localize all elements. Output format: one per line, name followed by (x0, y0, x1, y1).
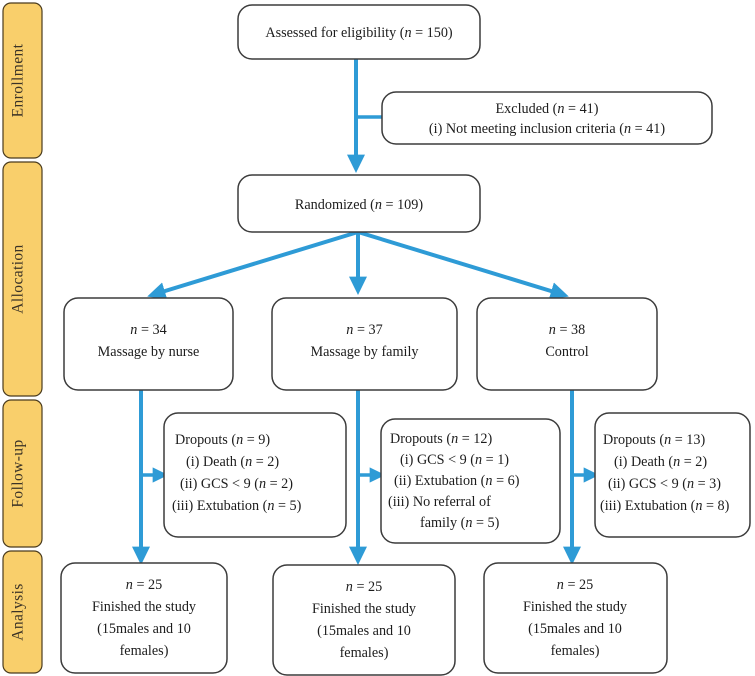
node-group-nurse-box (63, 297, 234, 391)
node-analysis-family-line-0: n = 25 (346, 579, 382, 595)
node-dropouts-control-line-1: (i) Death (n = 2) (614, 454, 707, 470)
arrow-randomized-to-nurse (147, 230, 359, 300)
node-analysis-family: n = 25 Finished the study (15males and 1… (272, 564, 456, 676)
node-dropouts-family: Dropouts (n = 12) (i) GCS < 9 (n = 1) (i… (380, 418, 561, 544)
node-analysis-nurse-line-1: Finished the study (92, 599, 197, 615)
node-analysis-nurse-line-0: n = 25 (126, 577, 162, 593)
node-dropouts-control: Dropouts (n = 13) (i) Death (n = 2) (ii)… (594, 412, 751, 538)
stage-label-enrollment-text: Enrollment (10, 43, 27, 117)
stage-label-followup-text: Follow-up (10, 439, 27, 507)
node-dropouts-control-line-3: (iii) Extubation (n = 8) (600, 498, 730, 514)
node-group-family-line-1: Massage by family (311, 344, 420, 360)
node-group-control-box (476, 297, 658, 391)
node-group-control-line-1: Control (545, 344, 588, 360)
node-dropouts-nurse-line-0: Dropouts (n = 9) (175, 432, 270, 448)
node-analysis-control-line-2: (15males and 10 (528, 621, 622, 637)
node-randomized-line-0: Randomized (n = 109) (295, 197, 423, 213)
stage-label-allocation-text: Allocation (10, 244, 27, 313)
node-dropouts-family-line-2: (ii) Extubation (n = 6) (394, 473, 520, 489)
stage-bar-allocation (2, 161, 43, 397)
node-group-massage-by-nurse: n = 34 Massage by nurse (63, 297, 234, 391)
node-excluded-line-1: (i) Not meeting inclusion criteria (n = … (429, 121, 665, 137)
node-analysis-nurse-box (60, 562, 228, 674)
node-group-massage-by-family: n = 37 Massage by family (271, 297, 458, 391)
node-analysis-family-box (272, 564, 456, 676)
node-dropouts-nurse-box (163, 412, 347, 538)
node-dropouts-family-line-3: (iii) No referral of (388, 494, 491, 510)
node-randomized: Randomized (n = 109) (237, 174, 481, 233)
node-dropouts-nurse-line-3: (iii) Extubation (n = 5) (172, 498, 302, 514)
stage-label-enrollment: Enrollment (2, 2, 43, 159)
stage-bar-analysis (2, 550, 43, 674)
node-assessed-for-eligibility: Assessed for eligibility (n = 150) (237, 4, 481, 60)
node-group-nurse-line-0: n = 34 (130, 322, 166, 338)
node-dropouts-nurse-line-2: (ii) GCS < 9 (n = 2) (180, 476, 293, 492)
stage-label-followup: Follow-up (2, 399, 43, 548)
stage-label-analysis: Analysis (2, 550, 43, 674)
node-analysis-control-line-0: n = 25 (557, 577, 593, 593)
node-dropouts-nurse: Dropouts (n = 9) (i) Death (n = 2) (ii) … (163, 412, 347, 538)
node-assessed-box (237, 4, 481, 60)
node-dropouts-control-box (594, 412, 751, 538)
node-analysis-control-box (483, 562, 668, 674)
node-analysis-control-line-1: Finished the study (523, 599, 628, 615)
node-dropouts-family-line-4: family (n = 5) (420, 515, 500, 531)
node-analysis-nurse: n = 25 Finished the study (15males and 1… (60, 562, 228, 674)
stage-bar-enrollment (2, 2, 43, 159)
node-assessed-line-0: Assessed for eligibility (n = 150) (265, 25, 453, 41)
node-analysis-nurse-line-3: females) (120, 643, 169, 659)
node-dropouts-family-box (380, 418, 561, 544)
node-randomized-box (237, 174, 481, 233)
node-dropouts-control-line-0: Dropouts (n = 13) (603, 432, 705, 448)
node-group-family-box (271, 297, 458, 391)
node-analysis-family-line-1: Finished the study (312, 601, 417, 617)
node-dropouts-nurse-line-1: (i) Death (n = 2) (186, 454, 279, 470)
stage-bar-followup (2, 399, 43, 548)
node-analysis-nurse-line-2: (15males and 10 (97, 621, 191, 637)
node-excluded-line-0: Excluded (n = 41) (496, 101, 599, 117)
node-analysis-family-line-2: (15males and 10 (317, 623, 411, 639)
stage-label-analysis-text: Analysis (10, 583, 27, 640)
node-group-family-line-0: n = 37 (346, 322, 382, 338)
node-analysis-control: n = 25 Finished the study (15males and 1… (483, 562, 668, 674)
arrow-randomized-to-control (357, 230, 569, 300)
node-group-control: n = 38 Control (476, 297, 658, 391)
node-excluded: Excluded (n = 41) (i) Not meeting inclus… (381, 91, 713, 145)
stage-label-allocation: Allocation (2, 161, 43, 397)
node-analysis-family-line-3: females) (340, 645, 389, 661)
node-excluded-box (381, 91, 713, 145)
node-analysis-control-line-3: females) (551, 643, 600, 659)
node-group-control-line-0: n = 38 (549, 322, 585, 338)
node-dropouts-control-line-2: (ii) GCS < 9 (n = 3) (608, 476, 721, 492)
node-group-nurse-line-1: Massage by nurse (98, 344, 200, 360)
node-dropouts-family-line-0: Dropouts (n = 12) (390, 431, 492, 447)
node-dropouts-family-line-1: (i) GCS < 9 (n = 1) (400, 452, 509, 468)
